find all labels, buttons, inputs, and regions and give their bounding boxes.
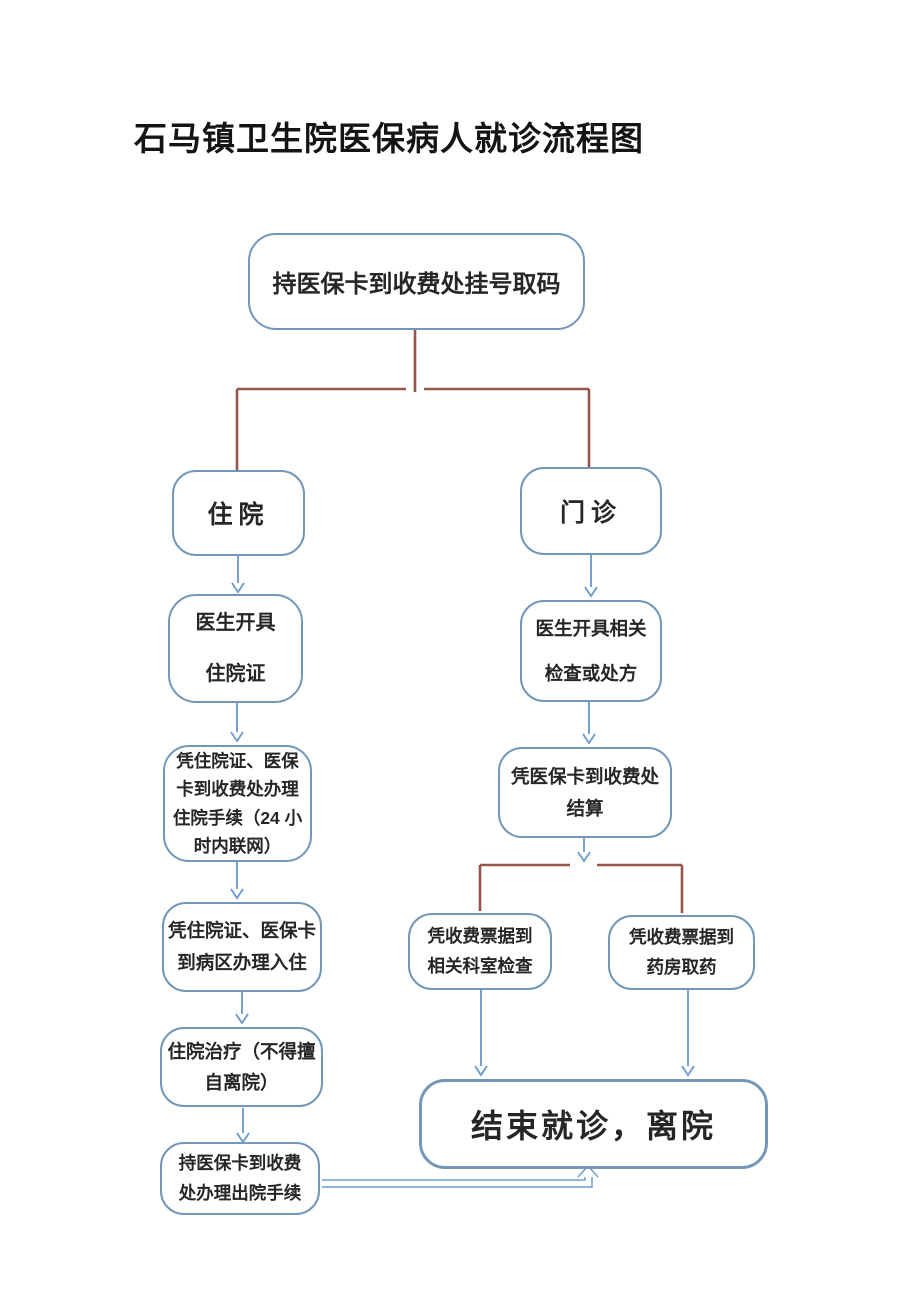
node-admission-certificate: 医生开具 住院证 — [168, 594, 303, 703]
arrow-cert-to-proc — [230, 703, 244, 743]
discharge-to-end-elbow-connector — [322, 1164, 599, 1188]
blue-arrow-connectors — [230, 555, 695, 1144]
node-dept-examination: 凭收费票据到 相关科室检查 — [408, 913, 552, 990]
node-pharmacy-pickup: 凭收费票据到 药房取药 — [608, 915, 755, 990]
arrow-ward-to-treat — [235, 992, 249, 1025]
elbow-outer-line — [322, 1177, 593, 1188]
arrow-exam-to-end — [474, 990, 488, 1077]
node-inpatient: 住院 — [172, 470, 305, 556]
page-title: 石马镇卫生院医保病人就诊流程图 — [134, 120, 644, 157]
arrow-outpatient-to-rx — [584, 555, 598, 598]
arrow-pharm-to-end — [681, 990, 695, 1077]
node-register-with-card: 持医保卡到收费处挂号取码 — [248, 233, 585, 330]
node-admission-procedure: 凭住院证、医保 卡到收费处办理 住院手续（24 小 时内联网） — [163, 745, 312, 862]
arrow-inpatient-to-cert — [231, 556, 245, 594]
node-doctor-orders-exam-rx: 医生开具相关 检查或处方 — [520, 600, 662, 702]
node-discharge-procedure: 持医保卡到收费 处办理出院手续 — [160, 1142, 320, 1215]
node-inpatient-treatment: 住院治疗（不得擅 自离院） — [160, 1027, 323, 1107]
arrow-rx-to-settle — [582, 702, 596, 745]
node-outpatient: 门诊 — [520, 467, 662, 555]
node-end-visit-leave: 结束就诊，离院 — [419, 1079, 768, 1169]
maroon-split-connectors — [235, 330, 684, 913]
node-settle-at-cashier: 凭医保卡到收费处 结算 — [498, 747, 672, 838]
elbow-inner-line — [322, 1177, 586, 1181]
node-ward-checkin: 凭住院证、医保卡 到病区办理入住 — [162, 902, 322, 992]
arrow-treat-to-discharge — [236, 1108, 250, 1144]
arrow-settle-to-split2 — [577, 838, 591, 863]
arrow-proc-to-ward — [230, 862, 244, 900]
